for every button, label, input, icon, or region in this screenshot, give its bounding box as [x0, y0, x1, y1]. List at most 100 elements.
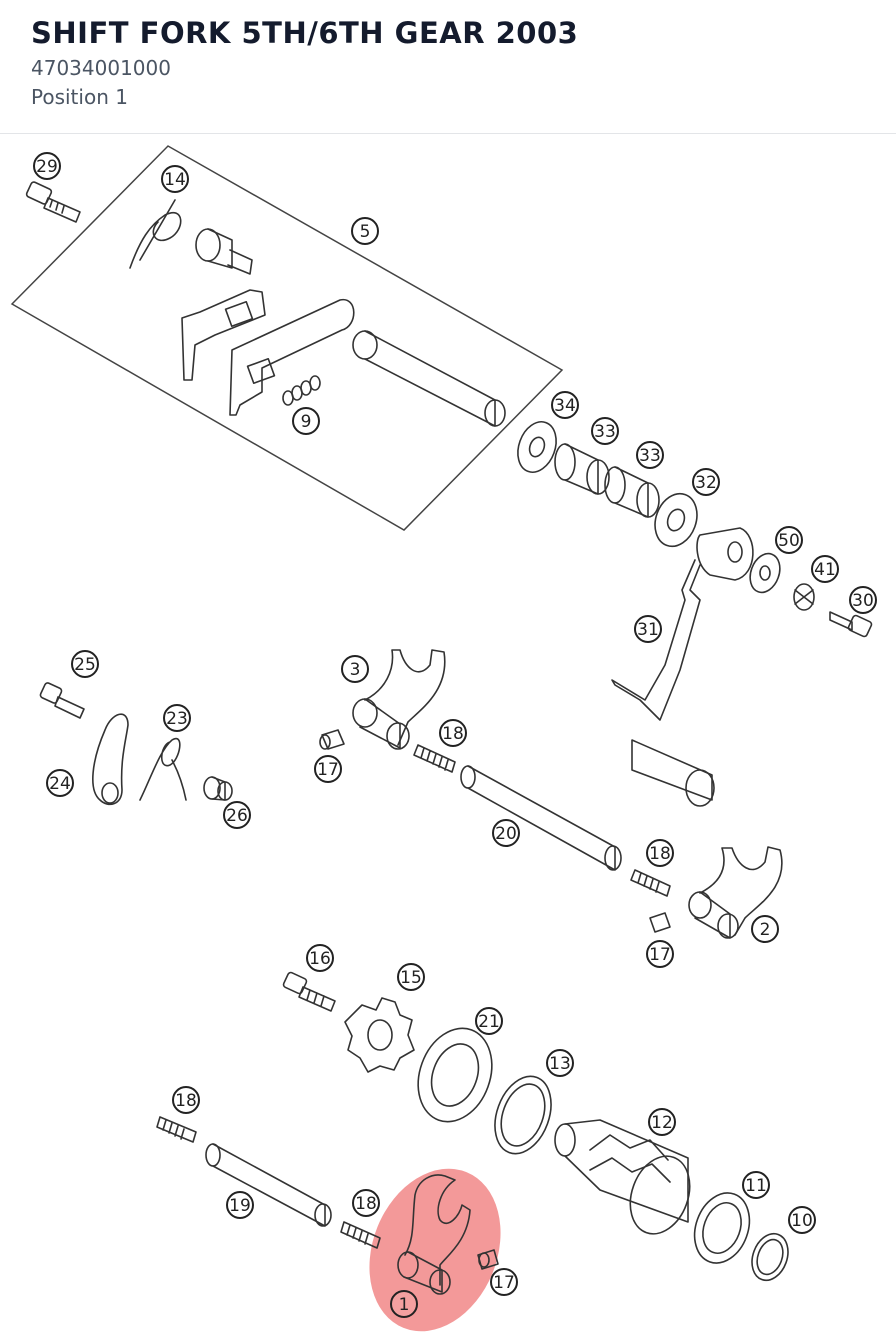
assembly-5-outline — [10, 145, 564, 531]
callout-15[interactable]: 15 — [397, 963, 425, 991]
kickstart-lever-31 — [611, 527, 754, 807]
callout-18a[interactable]: 18 — [439, 719, 467, 747]
shift-star-15 — [344, 997, 415, 1073]
shift-fork-1 — [397, 1174, 471, 1295]
svg-text:33: 33 — [594, 422, 616, 442]
spring-18c — [156, 1116, 197, 1143]
callout-25[interactable]: 25 — [71, 650, 99, 678]
svg-text:18: 18 — [649, 844, 671, 864]
svg-text:41: 41 — [814, 560, 836, 580]
highlight-marker — [369, 1168, 501, 1332]
part-title: SHIFT FORK 5TH/6TH GEAR 2003 — [31, 16, 579, 50]
svg-text:14: 14 — [164, 170, 186, 190]
callout-33b[interactable]: 33 — [636, 441, 664, 469]
callout-24[interactable]: 24 — [46, 769, 74, 797]
callout-12[interactable]: 12 — [648, 1108, 676, 1136]
shift-shaft — [352, 330, 506, 427]
bolt-30 — [829, 611, 873, 638]
svg-text:26: 26 — [226, 806, 248, 826]
detent-lever-24 — [92, 713, 129, 806]
svg-text:10: 10 — [791, 1211, 813, 1231]
shift-fork-2 — [688, 846, 783, 939]
shift-fork-3 — [352, 649, 446, 750]
svg-text:25: 25 — [74, 655, 96, 675]
spring-18b — [630, 869, 671, 897]
bearing-11 — [693, 1192, 751, 1264]
part-number: 47034001000 — [31, 56, 171, 80]
callout-2[interactable]: 2 — [751, 915, 779, 943]
svg-text:34: 34 — [554, 396, 576, 416]
bolt-29 — [25, 181, 81, 223]
svg-text:2: 2 — [760, 920, 771, 940]
rail-19 — [205, 1143, 332, 1227]
callout-34[interactable]: 34 — [551, 391, 579, 419]
svg-text:20: 20 — [495, 824, 517, 844]
lock-washer-41 — [793, 583, 815, 611]
shift-lever — [229, 299, 355, 416]
callout-30[interactable]: 30 — [849, 586, 877, 614]
bushing-33b — [604, 466, 660, 518]
svg-text:11: 11 — [745, 1176, 767, 1196]
svg-text:29: 29 — [36, 157, 58, 177]
svg-text:31: 31 — [637, 620, 659, 640]
svg-text:17: 17 — [317, 760, 339, 780]
callout-17c[interactable]: 17 — [490, 1268, 518, 1296]
callout-1[interactable]: 1 — [390, 1290, 418, 1318]
washer-10 — [751, 1232, 789, 1282]
svg-text:5: 5 — [360, 222, 371, 242]
washer-13 — [494, 1075, 552, 1155]
callout-18c[interactable]: 18 — [172, 1086, 200, 1114]
callout-9[interactable]: 9 — [292, 407, 320, 435]
callout-13[interactable]: 13 — [546, 1049, 574, 1077]
svg-text:32: 32 — [695, 473, 717, 493]
callout-50[interactable]: 50 — [775, 526, 803, 554]
callout-11[interactable]: 11 — [742, 1171, 770, 1199]
svg-text:18: 18 — [355, 1194, 377, 1214]
exploded-parts-diagram: 29 14 5 9 34 33 33 32 50 41 30 31 25 23 … — [0, 135, 896, 1335]
callout-31[interactable]: 31 — [634, 615, 662, 643]
callout-19[interactable]: 19 — [226, 1191, 254, 1219]
bushing-33a — [554, 443, 610, 495]
callout-21[interactable]: 21 — [475, 1007, 503, 1035]
callout-18b[interactable]: 18 — [646, 839, 674, 867]
svg-text:23: 23 — [166, 709, 188, 729]
svg-text:16: 16 — [309, 949, 331, 969]
position-label: Position 1 — [31, 85, 128, 109]
svg-text:17: 17 — [649, 945, 671, 965]
svg-text:17: 17 — [493, 1273, 515, 1293]
callout-29[interactable]: 29 — [33, 152, 61, 180]
callout-14[interactable]: 14 — [161, 165, 189, 193]
spring-23 — [139, 737, 187, 801]
svg-text:33: 33 — [639, 446, 661, 466]
callout-10[interactable]: 10 — [788, 1206, 816, 1234]
svg-text:50: 50 — [778, 531, 800, 551]
spring-14 — [129, 199, 182, 269]
callout-20[interactable]: 20 — [492, 819, 520, 847]
callout-17a[interactable]: 17 — [314, 755, 342, 783]
callout-32[interactable]: 32 — [692, 468, 720, 496]
svg-text:15: 15 — [400, 968, 422, 988]
callout-17b[interactable]: 17 — [646, 940, 674, 968]
washer-32 — [654, 492, 698, 548]
callout-26[interactable]: 26 — [223, 801, 251, 829]
callout-5[interactable]: 5 — [351, 217, 379, 245]
callout-23[interactable]: 23 — [163, 704, 191, 732]
svg-text:24: 24 — [49, 774, 71, 794]
svg-text:30: 30 — [852, 591, 874, 611]
washer-50 — [749, 552, 781, 594]
pin-17a — [319, 729, 345, 750]
callout-33a[interactable]: 33 — [591, 417, 619, 445]
washers-9 — [282, 375, 321, 406]
callout-3[interactable]: 3 — [341, 655, 369, 683]
shift-plate — [181, 289, 266, 381]
callout-18d[interactable]: 18 — [352, 1189, 380, 1217]
svg-text:12: 12 — [651, 1113, 673, 1133]
pin-bolt — [195, 228, 253, 275]
callout-41[interactable]: 41 — [811, 555, 839, 583]
svg-text:3: 3 — [350, 660, 361, 680]
pin-17c — [477, 1249, 499, 1270]
part-header: SHIFT FORK 5TH/6TH GEAR 2003 47034001000… — [0, 0, 896, 134]
pin-17b — [649, 912, 671, 933]
svg-text:13: 13 — [549, 1054, 571, 1074]
callout-16[interactable]: 16 — [306, 944, 334, 972]
